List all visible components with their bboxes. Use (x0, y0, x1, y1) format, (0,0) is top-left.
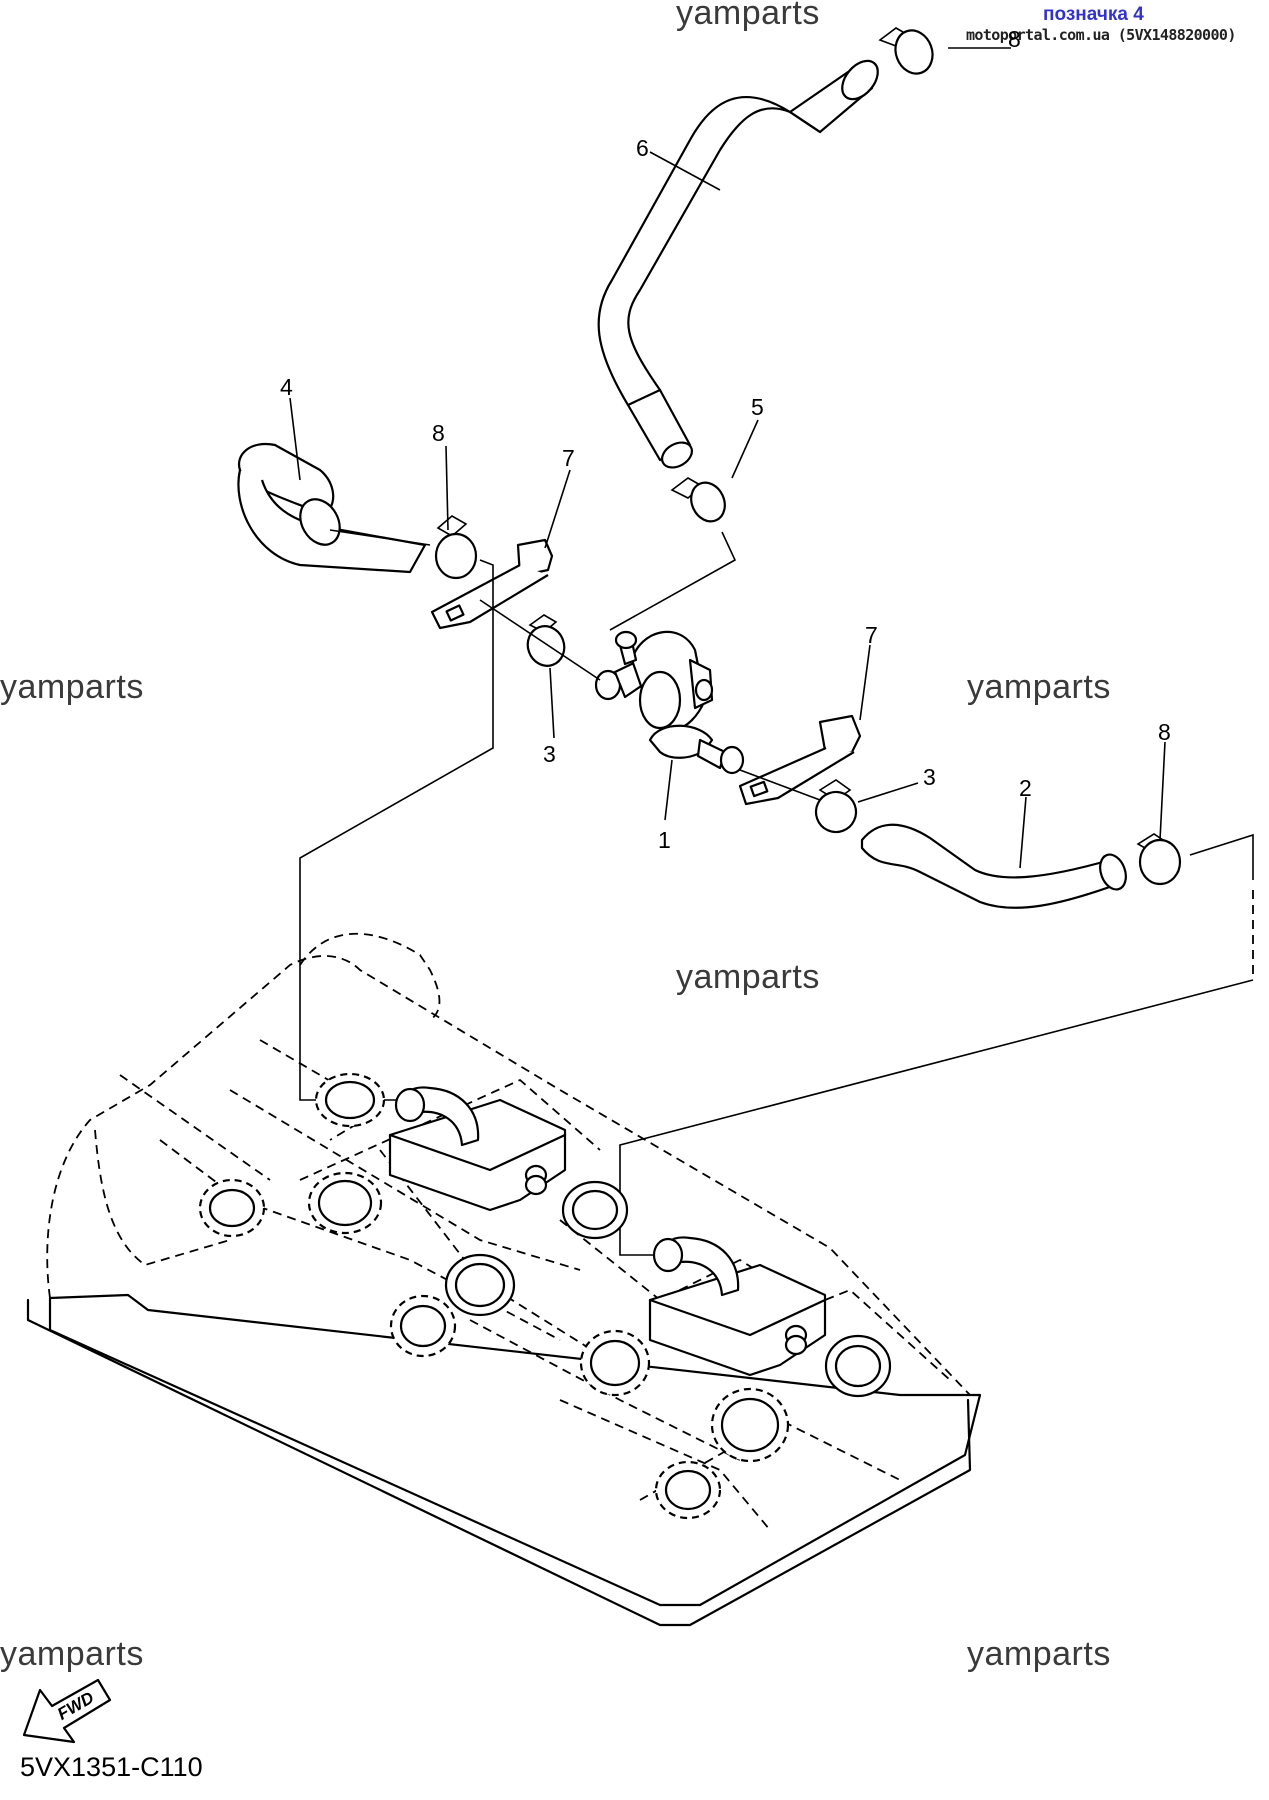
watermark-top: yamparts (676, 0, 820, 32)
hose-2 (860, 823, 1127, 909)
clamp-3-left (526, 614, 566, 667)
watermark-center: yamparts (676, 958, 820, 996)
watermark-right-middle: yamparts (967, 668, 1111, 706)
clamp-8-right (1136, 833, 1182, 886)
callout-5: 5 (751, 394, 764, 420)
cylinder-head-cover (26, 933, 982, 1627)
callout-7-left: 7 (562, 445, 575, 471)
clamp-8-left (434, 515, 478, 580)
air-cut-valve-1 (594, 630, 745, 775)
callout-7-right: 7 (865, 622, 878, 648)
bracket-7-left (430, 538, 554, 630)
callout-8-left: 8 (432, 420, 445, 446)
leader-lines (289, 47, 1254, 1256)
callout-3-left: 3 (543, 741, 556, 767)
callout-4: 4 (280, 374, 293, 400)
callout-1: 1 (658, 827, 671, 853)
callout-8-right: 8 (1158, 719, 1171, 745)
watermark-bottom-left: yamparts (0, 1635, 144, 1673)
callout-3-right: 3 (923, 764, 936, 790)
callout-2: 2 (1019, 775, 1032, 801)
header-title: позначка 4 (1043, 4, 1144, 25)
diagram-code: 5VX1351-C110 (20, 1752, 203, 1782)
callout-6: 6 (636, 135, 649, 161)
fwd-arrow-icon: FWD (22, 1678, 112, 1744)
watermark-bottom-right: yamparts (967, 1635, 1111, 1673)
clamp-3-right (814, 779, 858, 834)
clamp-5 (670, 477, 726, 523)
header-subtitle: motoportal.com.ua (5VX148820000) (966, 26, 1236, 44)
clamp-8-top (878, 27, 934, 75)
hose-6 (597, 59, 879, 469)
watermark-left-middle: yamparts (0, 668, 144, 706)
hose-4 (237, 442, 427, 574)
callout-8-top: 8 (1008, 26, 1021, 52)
bracket-7-right (738, 714, 862, 806)
